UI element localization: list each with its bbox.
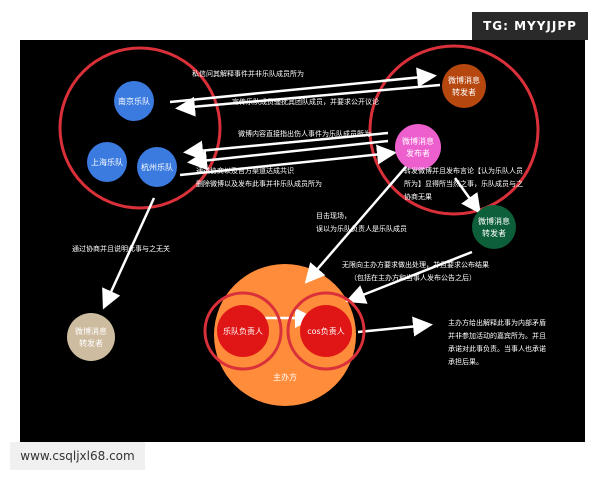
arrow-e5 (453, 177, 481, 215)
hangzhou-band-node (137, 147, 177, 187)
relationship-diagram: 南京乐队 上海乐队 杭州乐队 微博消息 转发者 微博消息 发布者 微博消息 转发… (58, 44, 546, 406)
edge-label-e2: 宣传乐队成员骚扰其团队成员，并要求公开议论 (232, 97, 379, 106)
edge-label-e3: 微博内容直接指出伤人事件为乐队成员所为 (238, 129, 371, 138)
weibo-forwarder-beige-label-1: 微博消息 (75, 326, 107, 336)
edge-label-e7: 通过协商并且说明此事与之无关 (72, 244, 170, 253)
arrow-e8 (345, 250, 473, 304)
arrow-e1 (169, 67, 437, 104)
weibo-forwarder-beige-node (67, 313, 115, 361)
watermark-bottom: www.csqljxl68.com (10, 442, 145, 470)
edge-label-e9-1: 主办方给出解释此事为内部矛盾 (448, 318, 546, 327)
edge-label-e8-2: （包括在主办方和当事人发布公告之后） (350, 273, 476, 282)
weibo-forwarder-green-node (472, 205, 516, 249)
edge-label-e8-1: 无限向主办方要求做出处理，并且要求公布结果 (342, 260, 489, 269)
edge-label-e4-2: 删除微博以及发布此事并非乐队成员所为 (196, 179, 322, 188)
weibo-forwarder-beige-label-2: 转发者 (79, 338, 103, 348)
weibo-publisher-label-1: 微博消息 (402, 136, 434, 146)
band-leader-label: 乐队负责人 (223, 326, 263, 336)
band-leader-ring (203, 291, 283, 371)
arrow-e2 (175, 83, 441, 117)
weibo-forwarder-brown-label-1: 微博消息 (448, 75, 480, 85)
watermark-top: TG: MYYJJPP (472, 12, 588, 40)
cos-leader-ring (286, 291, 366, 371)
shanghai-band-node (87, 142, 127, 182)
edge-label-e6-1: 目击现场， (316, 211, 351, 220)
left-group-ring (58, 46, 222, 210)
weibo-forwarder-green-label-2: 转发者 (482, 228, 506, 238)
diagram-canvas: 南京乐队 上海乐队 杭州乐队 微博消息 转发者 微博消息 发布者 微博消息 转发… (20, 40, 585, 442)
organizer-label: 主办方 (273, 372, 297, 382)
edge-label-e9-3: 承诺对此事负责。当事人也承诺 (448, 344, 546, 353)
edge-label-e4-1: 通过协商以及官方渠道达成共识 (196, 166, 294, 175)
edge-label-e1: 私信问其解释事件并非乐队成员所为 (192, 69, 304, 78)
arrow-e7 (102, 197, 156, 310)
arrow-e3a (183, 131, 389, 161)
organizer-node (214, 264, 356, 406)
edge-label-e5-3: 协商无果 (404, 192, 432, 201)
edge-label-e6-2: 误以为乐队负责人是乐队成员 (316, 224, 407, 233)
band-leader-node (217, 305, 269, 357)
right-group-ring (368, 44, 540, 216)
weibo-forwarder-brown-label-2: 转发者 (452, 87, 476, 97)
edge-label-e5-1: 转发微博并且发布言论【认为乐队人员 (404, 166, 523, 175)
weibo-publisher-label-2: 发布者 (406, 148, 430, 158)
hangzhou-band-label: 杭州乐队 (141, 162, 173, 172)
cos-leader-node (300, 305, 352, 357)
nanjing-band-node (114, 81, 154, 121)
edge-label-e5-2: 所为】显得所当然之事，乐队成员与之 (404, 179, 523, 188)
weibo-forwarder-green-label-1: 微博消息 (478, 216, 510, 226)
weibo-publisher-node (395, 124, 441, 170)
edge-label-e9-4: 承担后果。 (448, 357, 483, 366)
edge-label-e9-2: 并非参加活动的嘉宾所为。并且 (448, 331, 546, 340)
arrow-e3b (187, 139, 389, 171)
cos-leader-label: cos负责人 (307, 326, 344, 336)
shanghai-band-label: 上海乐队 (91, 157, 123, 167)
nanjing-band-label: 南京乐队 (118, 96, 150, 106)
arrow-e6 (304, 161, 411, 284)
arrow-e4 (179, 144, 397, 177)
weibo-forwarder-brown-node (442, 64, 486, 108)
arrow-e9 (357, 316, 433, 337)
